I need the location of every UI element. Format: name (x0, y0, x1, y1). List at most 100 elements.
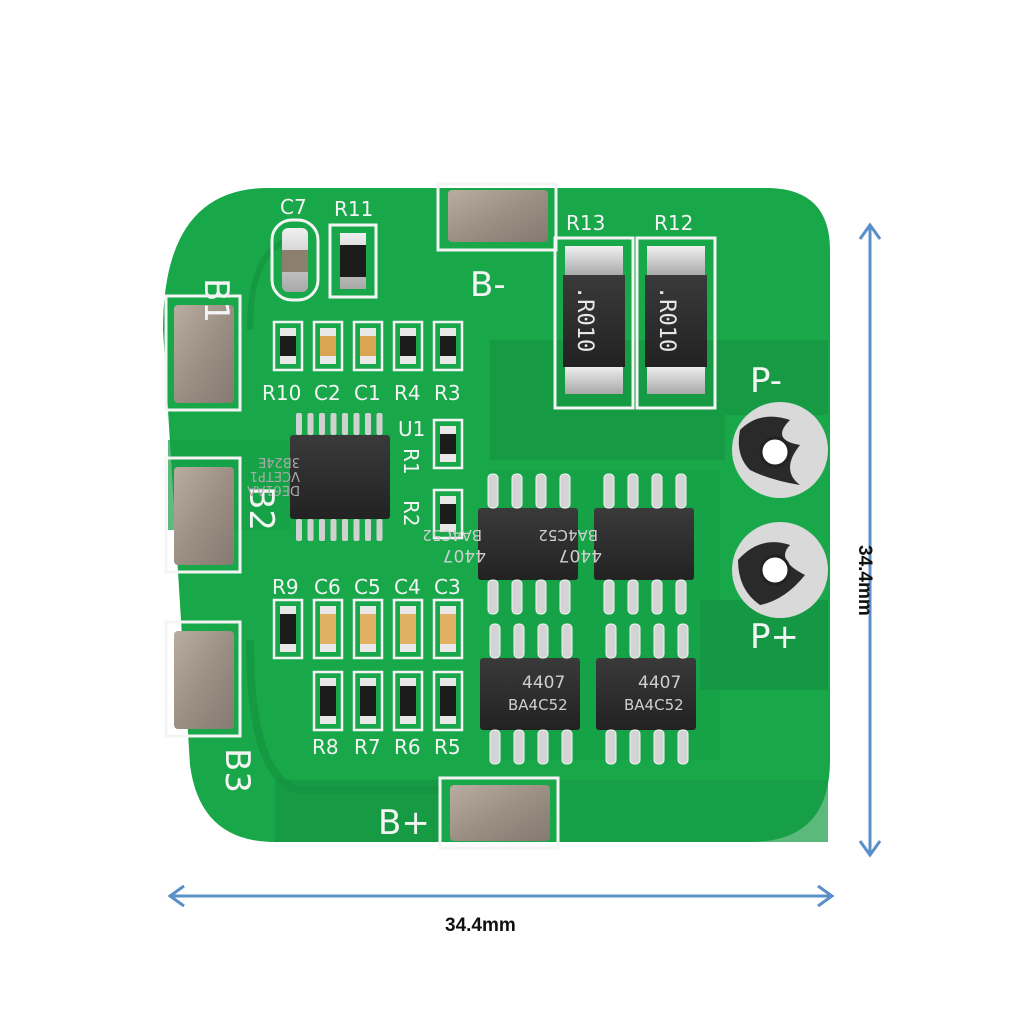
mosfet-pin (535, 579, 547, 615)
label-p-minus: P- (750, 361, 782, 401)
mosfet-pin (537, 729, 549, 765)
mosfet-pin (675, 579, 687, 615)
ic-pin (365, 413, 371, 435)
mosfet-pin (653, 623, 665, 659)
label-p-plus: P+ (750, 617, 799, 657)
label-b1: B1 (196, 278, 236, 323)
mosfet-bottom-right (596, 658, 696, 730)
ic-u1 (290, 413, 390, 541)
ic-pin (376, 413, 383, 435)
label-r11: R11 (334, 197, 373, 221)
part-markings: .R010 .R010 VCETP1 3B24E DE61AA 4407 BA4… (247, 286, 684, 714)
mosfet-top-left (478, 508, 578, 580)
silkscreen-labels: B1 B2 B3 B- B+ P- P+ C7 R11 R13 R12 R10 … (196, 195, 799, 843)
mosfet-pin (627, 473, 639, 509)
mosfet-pin (511, 579, 523, 615)
pad-b2 (164, 456, 242, 574)
height-dimension-label: 34.4mm (854, 545, 875, 616)
resistor-r1-r2 (432, 418, 464, 540)
mosfet-tl-line2: BA4C52 (422, 526, 482, 544)
mosfet-tr-line1: 4407 (559, 545, 602, 565)
row2-components (272, 598, 464, 660)
label-c2: C2 (314, 381, 341, 405)
pad-b3 (164, 620, 242, 738)
ic-pin (319, 413, 325, 435)
label-r9: R9 (272, 575, 299, 599)
mosfet-pin (489, 623, 501, 659)
label-r13: R13 (566, 211, 605, 235)
mosfet-pin (603, 579, 615, 615)
label-b3: B3 (217, 748, 257, 793)
mosfet-br-line1: 4407 (638, 673, 681, 693)
shunt-marking-r13: .R010 (572, 286, 597, 352)
mosfet-pin (675, 473, 687, 509)
mosfet-pin (489, 729, 501, 765)
mosfet-pins (487, 473, 689, 765)
mosfet-pin (629, 623, 641, 659)
ic-pin (353, 413, 360, 435)
ic-pin (296, 519, 302, 541)
mosfet-pin (677, 729, 689, 765)
capacitor-c7 (270, 218, 320, 302)
mosfet-pin (629, 729, 641, 765)
mosfet-pin (513, 623, 525, 659)
ic-pin (330, 413, 337, 435)
label-c7: C7 (280, 195, 307, 219)
mosfet-pin (559, 579, 571, 615)
label-r7: R7 (354, 735, 381, 759)
dimension-arrow-vertical (858, 222, 882, 858)
ic-pin (365, 519, 371, 541)
mosfet-pin (605, 623, 617, 659)
ic-pin (353, 519, 360, 541)
label-c6: C6 (314, 575, 341, 599)
label-r5: R5 (434, 735, 461, 759)
label-r1: R1 (399, 448, 423, 475)
mosfet-pin (513, 729, 525, 765)
mosfet-pin (487, 579, 499, 615)
mosfet-pin (627, 579, 639, 615)
dimension-arrow-horizontal (167, 884, 835, 908)
ic-pin (342, 519, 348, 541)
ic-pin (330, 519, 337, 541)
ic-pin (296, 413, 302, 435)
label-r10: R10 (262, 381, 301, 405)
pad-b1 (164, 294, 242, 412)
label-b2: B2 (241, 486, 281, 531)
row3-components (312, 670, 464, 732)
label-r6: R6 (394, 735, 421, 759)
ic-pin (307, 413, 314, 435)
mosfet-pin (537, 623, 549, 659)
mosfet-pin (603, 473, 615, 509)
label-c5: C5 (354, 575, 381, 599)
ic-pin (307, 519, 314, 541)
row1-components (272, 320, 464, 372)
label-r2: R2 (399, 500, 423, 527)
mosfet-bl-line2: BA4C52 (508, 696, 568, 714)
label-b-plus: B+ (378, 803, 430, 843)
mosfet-bottom-left (480, 658, 580, 730)
label-b-minus: B- (470, 265, 506, 305)
label-c1: C1 (354, 381, 381, 405)
mosfet-pin (561, 729, 573, 765)
label-r4: R4 (394, 381, 421, 405)
width-dimension-label: 34.4mm (445, 915, 516, 936)
ic-marking-line3: DE61AA (247, 482, 300, 497)
ic-marking-line2: 3B24E (258, 454, 300, 469)
pad-b-minus (436, 182, 558, 252)
shunt-marking-r12: .R010 (654, 286, 679, 352)
mosfet-pin (651, 473, 663, 509)
mosfet-pin (535, 473, 547, 509)
label-r3: R3 (434, 381, 461, 405)
ic-pin (376, 519, 383, 541)
mosfet-pin (677, 623, 689, 659)
mosfet-pin (605, 729, 617, 765)
mosfet-pin (487, 473, 499, 509)
mosfet-top-right (594, 508, 694, 580)
mosfet-pin (561, 623, 573, 659)
ic-pin (342, 413, 348, 435)
label-r8: R8 (312, 735, 339, 759)
mosfet-pin (651, 579, 663, 615)
label-r12: R12 (654, 211, 693, 235)
label-u1: U1 (398, 417, 425, 441)
